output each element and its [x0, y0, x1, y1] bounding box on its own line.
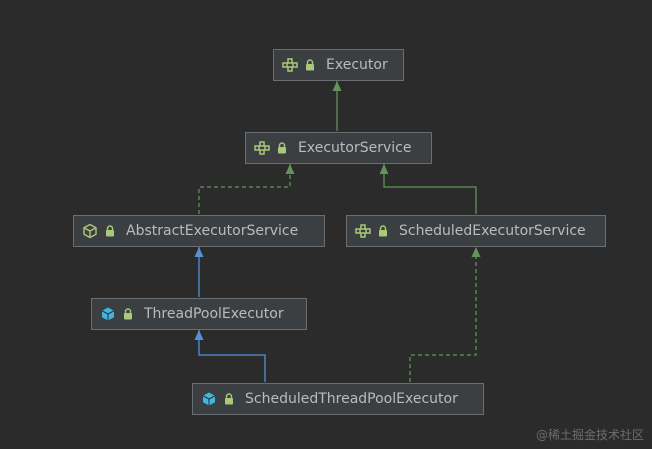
node-label: ScheduledExecutorService	[399, 223, 586, 239]
edge-scheduledthreadpoolexecutor-scheduledexecutorservice	[409, 247, 477, 382]
lock-icon	[104, 224, 116, 238]
lock-icon	[276, 141, 288, 155]
arrowhead-scheduledexecutorservice	[471, 247, 481, 257]
arrowhead-executorservice-right	[379, 164, 389, 174]
interface-icon	[282, 57, 298, 73]
edge-scheduledexecutorservice-executorservice	[383, 164, 477, 214]
class-icon	[100, 306, 116, 322]
node-scheduled-thread-pool-executor[interactable]: ScheduledThreadPoolExecutor	[192, 383, 484, 415]
node-label: ThreadPoolExecutor	[144, 306, 284, 322]
lock-icon	[122, 307, 134, 321]
arrowhead-threadpoolexecutor	[194, 330, 204, 340]
lock-icon	[377, 224, 389, 238]
node-scheduled-executor-service[interactable]: ScheduledExecutorService	[346, 215, 606, 247]
interface-icon	[254, 140, 270, 156]
lock-icon	[223, 392, 235, 406]
edge-scheduledthreadpoolexecutor-threadpoolexecutor	[198, 330, 266, 382]
class-icon	[201, 391, 217, 407]
watermark: @稀土掘金技术社区	[535, 428, 644, 442]
edge-abstractexecutorservice-executorservice	[198, 164, 291, 214]
node-label: ExecutorService	[298, 140, 412, 156]
node-thread-pool-executor[interactable]: ThreadPoolExecutor	[91, 298, 307, 330]
arrowhead-executor	[332, 81, 342, 91]
node-label: Executor	[326, 57, 388, 73]
abstract-class-icon	[82, 223, 98, 239]
node-label: AbstractExecutorService	[126, 223, 299, 239]
node-abstract-executor-service[interactable]: AbstractExecutorService	[73, 215, 325, 247]
arrowhead-executorservice-left	[285, 164, 295, 174]
node-label: ScheduledThreadPoolExecutor	[245, 391, 458, 407]
interface-icon	[355, 223, 371, 239]
node-executor[interactable]: Executor	[273, 49, 404, 81]
node-executor-service[interactable]: ExecutorService	[245, 132, 432, 164]
lock-icon	[304, 58, 316, 72]
arrowhead-abstractexecutorservice	[194, 247, 204, 257]
